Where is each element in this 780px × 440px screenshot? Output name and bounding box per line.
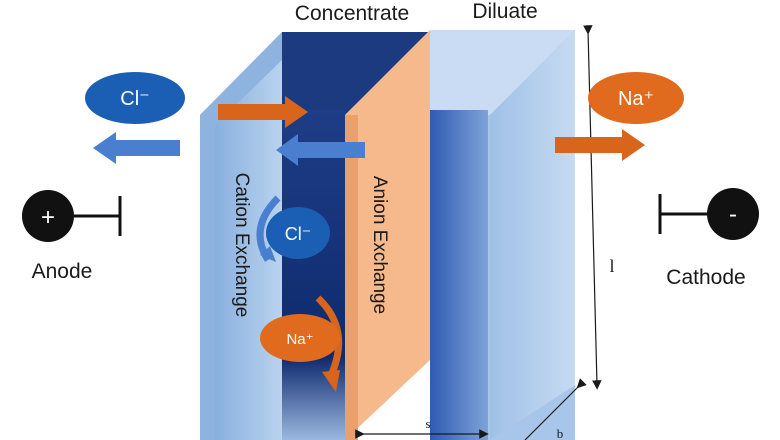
ion-cl-top: Cl⁻	[85, 72, 185, 124]
diluate-channel-front	[430, 110, 488, 440]
ion-cl-middle: Cl⁻	[266, 207, 330, 259]
chloride-ion-badge	[266, 207, 330, 259]
concentrate-top-face	[282, 32, 430, 115]
depth-dimension-line	[524, 378, 587, 440]
anion-exchange-label: Anion Exchange	[369, 176, 390, 314]
concentrate-label: Concentrate	[295, 2, 409, 25]
cl-migration-arrow-blue	[276, 134, 365, 166]
anode: + Anode	[22, 190, 122, 283]
cation-membrane-edge	[200, 32, 282, 440]
length-symbol: l	[609, 256, 614, 276]
cathode-terminal	[707, 188, 759, 240]
flow-arrows	[93, 96, 645, 166]
dimension-lines	[355, 25, 602, 440]
sodium-ion-label: Na⁺	[618, 88, 654, 110]
diluate-right-face	[490, 30, 575, 440]
na-curved-arrow-head	[322, 370, 340, 392]
chloride-ion-label: Cl⁻	[120, 88, 149, 110]
anode-sign: +	[41, 204, 55, 231]
cation-exchange-label: Cation Exchange	[231, 173, 252, 318]
anode-label: Anode	[32, 260, 93, 283]
cl-curved-arrow-head	[260, 246, 276, 262]
width-symbol: s	[425, 416, 430, 431]
cathode: - Cathode	[658, 188, 759, 289]
anion-membrane-edge	[345, 115, 358, 440]
ion-na-middle: Na⁺	[260, 314, 340, 362]
chloride-ion-badge	[85, 72, 185, 124]
cl-out-arrow-blue	[93, 132, 180, 164]
anion-membrane-face	[345, 30, 430, 440]
anion-exchange-membrane	[345, 30, 430, 440]
diluate-label: Diluate	[472, 0, 537, 23]
chloride-ion-label: Cl⁻	[285, 224, 312, 244]
depth-symbol: b	[557, 426, 564, 440]
cathode-label: Cathode	[666, 266, 745, 289]
cl-transfer-arrow-orange	[218, 96, 308, 128]
diluate-compartment	[345, 30, 575, 440]
length-dimension-line	[583, 25, 602, 390]
ion-na-right: Na⁺	[588, 72, 684, 124]
sodium-ion-badge	[588, 72, 684, 124]
cathode-sign: -	[729, 201, 737, 228]
na-out-arrow-orange	[555, 129, 645, 161]
anode-terminal	[22, 190, 74, 242]
sodium-ion-label: Na⁺	[286, 331, 313, 348]
sodium-ion-badge	[260, 314, 340, 362]
